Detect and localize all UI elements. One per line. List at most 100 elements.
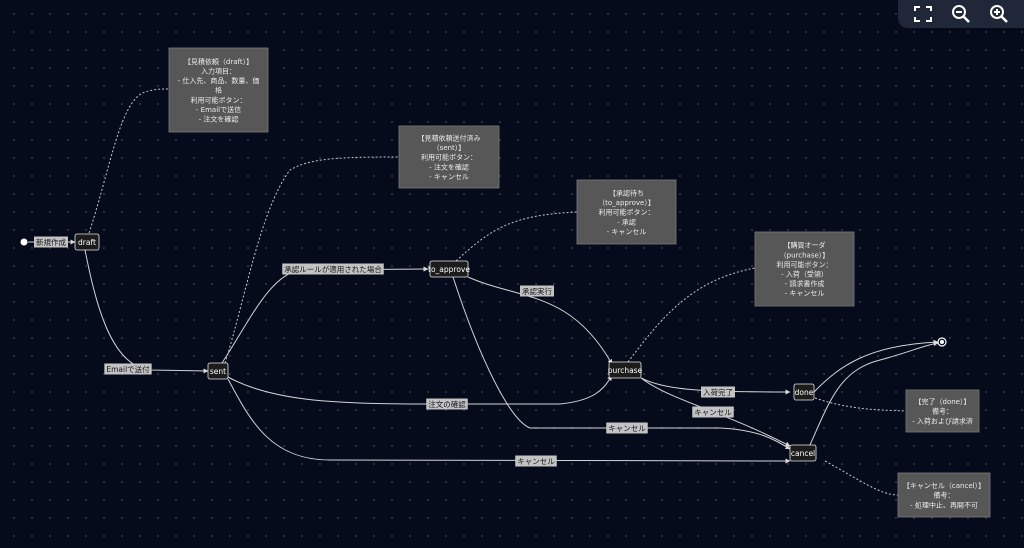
transition-label-cancel-s: キャンセル <box>515 455 557 467</box>
note-line: （purchase）】 <box>780 251 830 259</box>
note-box <box>576 179 677 245</box>
transition-label-bg <box>520 285 554 297</box>
state-to_approve[interactable]: to_approve <box>428 260 470 278</box>
note-line: 利用可能ボタン： <box>599 208 655 217</box>
state-purchase[interactable]: purchase <box>608 361 643 379</box>
note-done: 【完了（done）】備考：- 入荷および請求済 <box>905 389 980 433</box>
state-label: cancel <box>791 449 815 458</box>
end-marker-dot <box>940 340 944 344</box>
note-box <box>398 125 500 189</box>
note-line: - 入荷（受領） <box>781 270 828 279</box>
state-cancel[interactable]: cancel <box>789 444 817 462</box>
zoom-out-button[interactable] <box>948 2 974 26</box>
note-line: 利用可能ボタン： <box>191 95 247 104</box>
transition-label-bg <box>34 236 68 248</box>
state-done[interactable]: done <box>793 383 815 401</box>
transition-label-text: 入荷完了 <box>703 387 733 397</box>
state-box <box>793 383 815 401</box>
transition-label-text: キャンセル <box>608 424 646 433</box>
state-label: to_approve <box>428 265 470 274</box>
transition-label-text: 承認ルールが適用された場合 <box>284 264 382 274</box>
note-line: 【キャンセル（cancel）】 <box>903 482 985 490</box>
note-line: （to_approve）】 <box>598 199 655 207</box>
note-sent: 【見積依頼送付済み（sent）】利用可能ボタン：- 注文を確認- キャンセル <box>398 125 500 189</box>
state-label: done <box>795 388 814 397</box>
transition-received <box>640 377 791 395</box>
note-line: - 承認 <box>617 217 636 226</box>
zoom-out-icon <box>952 5 970 23</box>
transition-label-text: 承認実行 <box>522 286 552 296</box>
note-line: - 入荷および請求済 <box>912 416 973 425</box>
fullscreen-icon <box>914 6 932 22</box>
transition-cancel-a <box>452 276 791 450</box>
zoom-in-button[interactable] <box>986 2 1012 26</box>
note-purchase: 【購買オーダ（purchase）】利用可能ボタン：- 入荷（受領）- 請求書作成… <box>754 231 855 307</box>
transition-label-bg <box>515 455 557 467</box>
note-line: 【完了（done）】 <box>915 397 971 406</box>
note-line: 【見積依頼送付済み <box>418 134 481 143</box>
note-line: 入力項目： <box>201 67 236 76</box>
fullscreen-button[interactable] <box>910 2 936 26</box>
note-line: - 注文を確認 <box>199 115 239 124</box>
state-label: purchase <box>608 366 643 375</box>
note-line: - キャンセル <box>429 173 469 181</box>
state-draft[interactable]: draft <box>74 233 100 251</box>
note-to-approve: 【承認待ち（to_approve）】利用可能ボタン：- 承認 - キャンセル <box>576 179 677 245</box>
transition-label-bg <box>606 422 648 434</box>
note-sent-link <box>224 156 400 364</box>
transition-label-approve: 承認実行 <box>520 285 554 297</box>
end-marker-ring <box>937 337 947 347</box>
transition-end-cancel <box>809 341 939 446</box>
transition-label-text: キャンセル <box>694 408 732 417</box>
note-line: 【購買オーダ <box>784 241 826 250</box>
note-line: 備考： <box>934 491 955 500</box>
note-line: - キャンセル <box>607 228 647 236</box>
note-line: （sent）】 <box>433 144 466 152</box>
transition-label-text: 新規作成 <box>36 237 66 247</box>
transition-label-rule: 承認ルールが適用された場合 <box>282 263 384 275</box>
transition-label-cancel-p: キャンセル <box>692 406 734 418</box>
note-line: 利用可能ボタン： <box>777 260 833 269</box>
transition-label-bg <box>426 398 468 410</box>
transition-label-confirm: 注文の確認 <box>426 398 468 410</box>
state-box <box>74 233 100 251</box>
note-line: - 請求書作成 <box>785 279 825 288</box>
transition-label-text: キャンセル <box>517 457 555 466</box>
transition-label-text: 注文の確認 <box>428 399 466 409</box>
note-purchase-link <box>627 267 756 363</box>
note-to-approve-link <box>455 211 578 262</box>
transition-end-done <box>813 339 939 393</box>
note-line: 備考： <box>932 407 953 416</box>
zoom-in-icon <box>990 5 1008 23</box>
note-line: - 注文を確認 <box>429 162 469 171</box>
state-sent[interactable]: sent <box>207 362 229 380</box>
transition-email <box>84 249 209 374</box>
note-line: 【見積依頼（draft）】 <box>184 57 253 66</box>
state-box <box>608 361 642 379</box>
state-box <box>789 444 817 462</box>
transition-rule <box>221 266 429 364</box>
note-box <box>897 472 991 518</box>
transition-label-bg <box>104 363 152 375</box>
start-marker <box>20 238 28 246</box>
note-box <box>905 389 980 433</box>
note-done-link <box>814 397 907 412</box>
state-box <box>429 260 469 278</box>
note-line: - キャンセル <box>785 290 825 298</box>
note-cancel: 【キャンセル（cancel）】備考：- 処理中止、再開不可 <box>897 472 991 518</box>
zoom-toolbar <box>898 0 1024 28</box>
note-box <box>168 47 269 133</box>
state-label: draft <box>78 238 96 247</box>
note-line: - 処理中止、再開不可 <box>910 500 978 509</box>
state-box <box>207 362 229 380</box>
transition-label-text: Emailで送付 <box>106 364 150 374</box>
transition-cancel-s <box>227 378 791 464</box>
transition-label-cancel-a: キャンセル <box>606 422 648 434</box>
note-line: 格 <box>215 86 222 95</box>
transition-label-received: 入荷完了 <box>701 386 735 398</box>
note-line: 【承認待ち <box>609 189 644 198</box>
transition-confirm <box>227 375 613 405</box>
transition-label-bg <box>701 386 735 398</box>
note-line: - 仕入先、商品、数量、価 <box>178 76 260 85</box>
